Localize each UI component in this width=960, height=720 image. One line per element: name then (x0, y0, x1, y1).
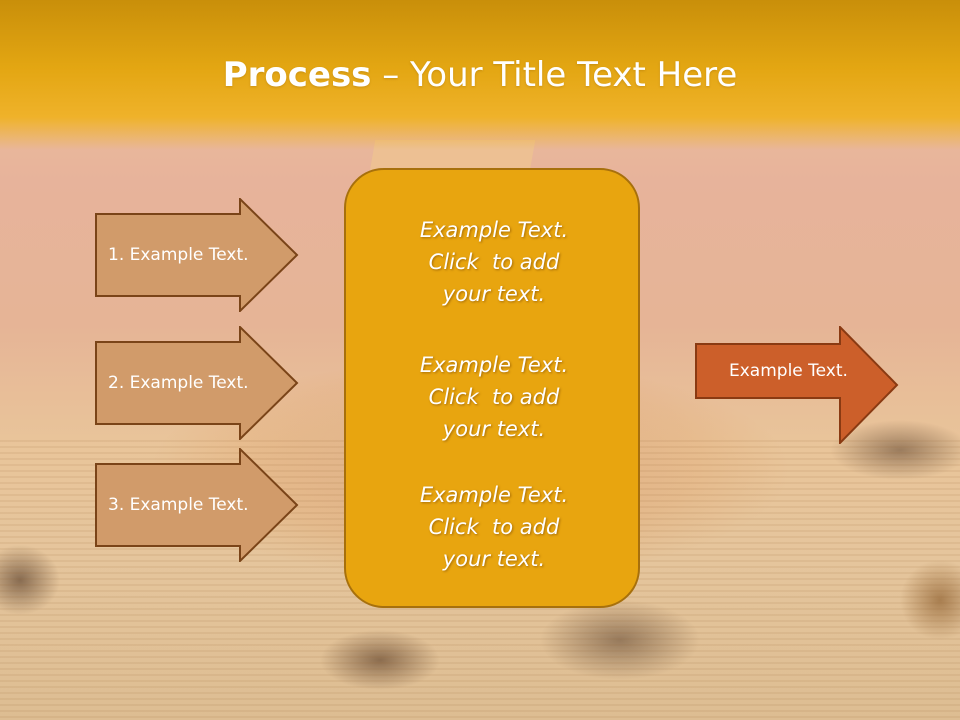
arrow-right-icon (95, 198, 299, 312)
center-text-line: Click to add (428, 385, 560, 409)
center-text-line: Click to add (428, 250, 560, 274)
title-bold: Process (222, 55, 372, 95)
left-arrow-1-label: 1. Example Text. (108, 245, 249, 265)
left-arrow-2[interactable]: 2. Example Text. (95, 326, 299, 440)
slide-title[interactable]: Process – Your Title Text Here (0, 48, 960, 102)
right-arrow[interactable]: Example Text. (695, 326, 899, 444)
center-text-group-1: Example Text. Click to add your text. (346, 214, 642, 310)
arrow-right-icon (95, 448, 299, 562)
title-rest: – Your Title Text Here (371, 55, 738, 95)
center-text-line: Example Text. (419, 353, 569, 377)
center-text-line: Example Text. (419, 218, 569, 242)
center-text-line: your text. (442, 417, 546, 441)
arrow-right-icon (695, 326, 899, 444)
center-text-line: Example Text. (419, 483, 569, 507)
center-text-box[interactable]: Example Text. Click to add your text. Ex… (344, 168, 640, 608)
center-text-group-2: Example Text. Click to add your text. (346, 349, 642, 445)
left-arrow-2-label: 2. Example Text. (108, 373, 249, 393)
center-text-line: your text. (442, 547, 546, 571)
left-arrow-3-label: 3. Example Text. (108, 495, 249, 515)
center-text-group-3: Example Text. Click to add your text. (346, 479, 642, 575)
right-arrow-label: Example Text. (729, 361, 848, 381)
left-arrow-3[interactable]: 3. Example Text. (95, 448, 299, 562)
arrow-right-icon (95, 326, 299, 440)
center-text-line: Click to add (428, 515, 560, 539)
left-arrow-1[interactable]: 1. Example Text. (95, 198, 299, 312)
title-bar (0, 0, 960, 150)
center-text-line: your text. (442, 282, 546, 306)
